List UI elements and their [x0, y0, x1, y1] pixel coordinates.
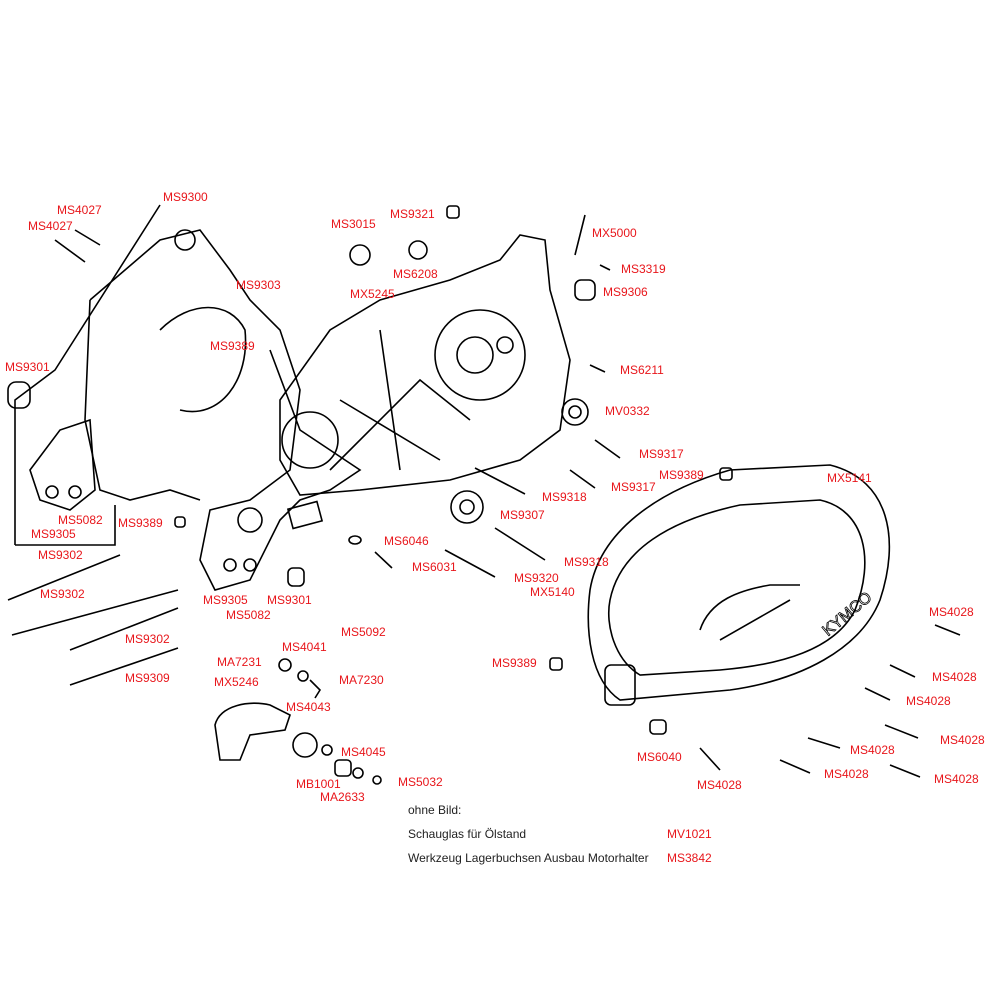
part-label: MS4028: [824, 767, 869, 781]
part-label: MS4027: [57, 203, 102, 217]
part-label: MS9301: [267, 593, 312, 607]
part-label: MS9302: [40, 587, 85, 601]
not-pictured-heading: ohne Bild:: [408, 803, 462, 817]
part-label: MX5246: [214, 675, 259, 689]
part-label: MS4043: [286, 700, 331, 714]
part-label: MS9321: [390, 207, 435, 221]
part-label: MS4028: [932, 670, 977, 684]
part-label: MS9389: [210, 339, 255, 353]
part-label: MS9307: [500, 508, 545, 522]
part-label: MS9300: [163, 190, 208, 204]
part-label: MS9303: [236, 278, 281, 292]
part-label: MS9320: [514, 571, 559, 585]
part-label: MS9309: [125, 671, 170, 685]
part-label: MS9317: [611, 480, 656, 494]
part-label: MX5000: [592, 226, 637, 240]
part-label: MS4045: [341, 745, 386, 759]
part-label: MS9305: [203, 593, 248, 607]
part-label: MS6208: [393, 267, 438, 281]
part-label: MS3319: [621, 262, 666, 276]
not-pictured-item-code: MS3842: [667, 851, 712, 865]
small-parts: [7, 205, 961, 785]
part-label: MS6040: [637, 750, 682, 764]
part-label: MX5140: [530, 585, 575, 599]
part-label: MS4028: [934, 772, 979, 786]
part-label: MS6211: [620, 363, 664, 377]
part-label: MS9301: [5, 360, 50, 374]
part-label: MS4027: [28, 219, 73, 233]
part-label: MA7230: [339, 673, 384, 687]
right-crankcase-half: [279, 234, 571, 530]
part-label: MS4028: [906, 694, 951, 708]
part-label: MS9302: [38, 548, 83, 562]
part-label: MS3015: [331, 217, 376, 231]
cover-logo: KYMCO: [820, 589, 876, 640]
part-label: MS5082: [58, 513, 103, 527]
part-label: MA7231: [217, 655, 262, 669]
part-label: MS4028: [850, 743, 895, 757]
part-label: MV0332: [605, 404, 650, 418]
part-label: MS9318: [542, 490, 587, 504]
part-label: MX5141: [827, 471, 872, 485]
part-label: MS9389: [118, 516, 163, 530]
part-label: MS9305: [31, 527, 76, 541]
part-label: MS4028: [929, 605, 974, 619]
part-label: MS5032: [398, 775, 443, 789]
part-label: MS9317: [639, 447, 684, 461]
part-label: MS9389: [659, 468, 704, 482]
part-label: MS6031: [412, 560, 457, 574]
part-label: MS4028: [940, 733, 985, 747]
left-crankcase-half: [84, 229, 362, 591]
part-label: MB1001: [296, 777, 341, 791]
engine-mount-plate: [14, 204, 161, 546]
part-label: MX5245: [350, 287, 395, 301]
part-label: MS9318: [564, 555, 609, 569]
not-pictured-item-name: Schauglas für Ölstand: [408, 827, 527, 841]
part-label: MA2633: [320, 790, 365, 804]
transmission-cover: KYMCO: [587, 464, 891, 706]
part-label: MS5092: [341, 625, 386, 639]
not-pictured-item-code: MV1021: [667, 827, 712, 841]
not-pictured-item-name: Werkzeug Lagerbuchsen Ausbau Motorhalter: [408, 851, 649, 865]
part-label: MS6046: [384, 534, 429, 548]
part-label: MS9302: [125, 632, 170, 646]
part-label: MS9306: [603, 285, 648, 299]
part-label: MS4041: [282, 640, 327, 654]
part-label: MS4028: [697, 778, 742, 792]
part-label: MS9389: [492, 656, 537, 670]
part-label: MS5082: [226, 608, 271, 622]
